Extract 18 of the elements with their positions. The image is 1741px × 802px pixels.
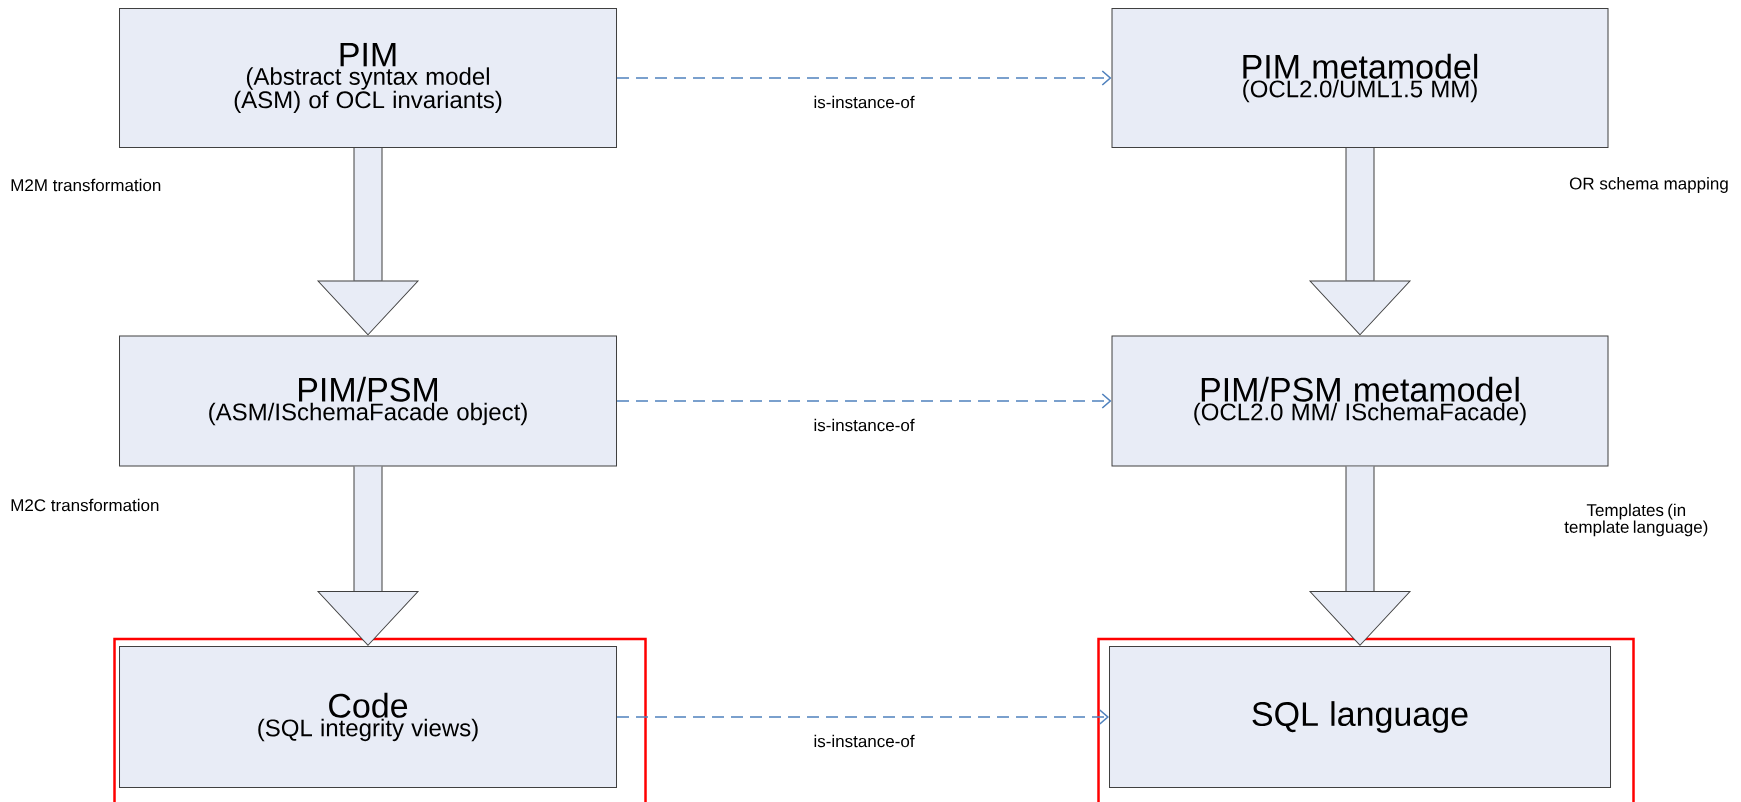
model-box: PIM (Abstract syntax model (ASM) of OCL invariants) — [119, 8, 617, 148]
highlight-frame — [1097, 637, 1635, 802]
block-arrow — [317, 466, 419, 646]
block-arrow — [317, 148, 419, 336]
highlight-frame — [113, 637, 647, 802]
arrow-label: OR schema mapping — [1569, 177, 1728, 193]
edge-label: is-instance-of — [811, 732, 917, 750]
dashed-arrow — [616, 393, 1112, 409]
dashed-arrow — [616, 709, 1109, 725]
dashed-arrow — [616, 70, 1112, 86]
model-box: PIM metamodel (OCL2.0/UML1.5 MM) — [1111, 8, 1609, 148]
arrow-label: M2M transformation — [11, 178, 161, 192]
arrow-label: M2C transformation — [11, 498, 159, 512]
arrow-label: Templates (in template language) — [1564, 503, 1708, 537]
edge-label: is-instance-of — [811, 416, 917, 434]
block-arrow — [1309, 466, 1411, 646]
block-arrow — [1309, 148, 1411, 336]
edge-label: is-instance-of — [811, 93, 917, 111]
